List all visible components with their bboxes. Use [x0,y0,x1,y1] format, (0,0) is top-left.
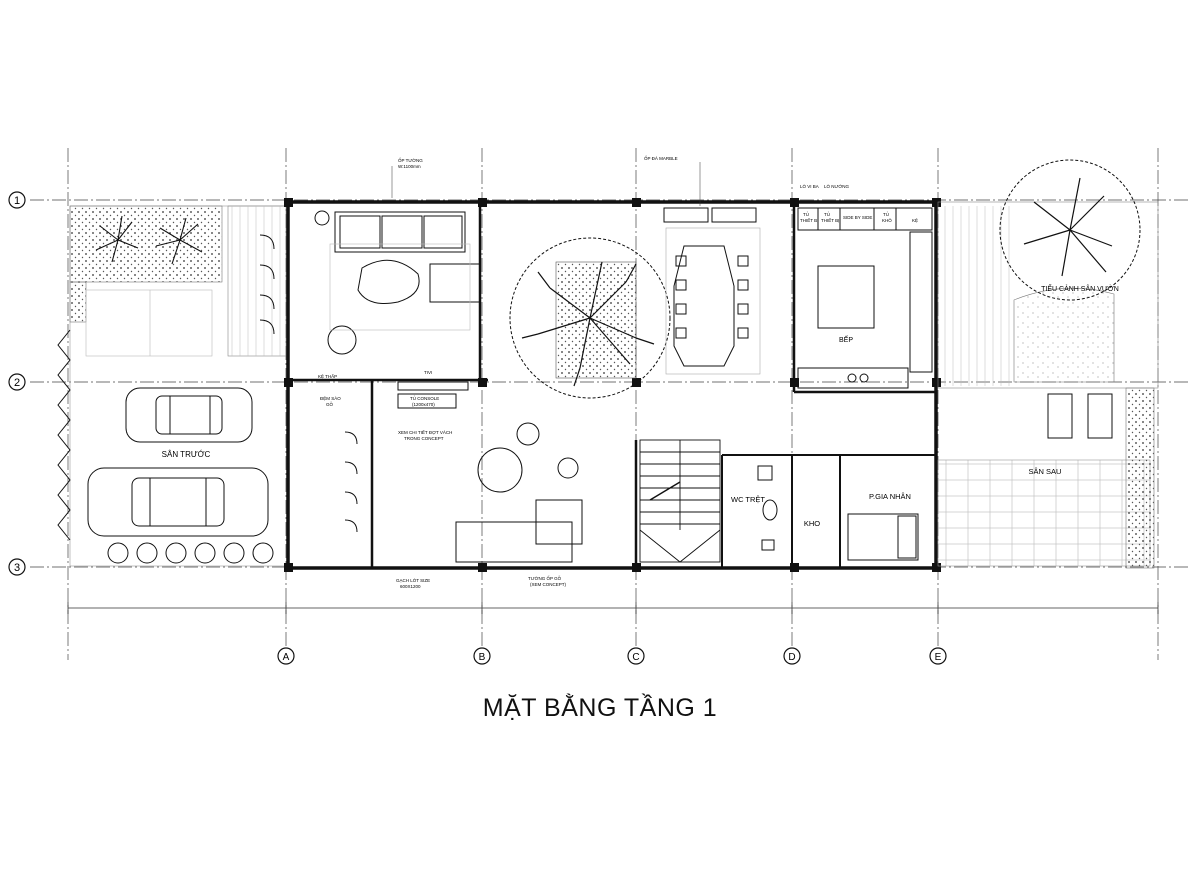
note-ke: KỆ [912,216,918,223]
note-op-tuong: ỐP TƯỜNG [398,157,423,163]
room-label-tieu-canh: TIỂU CẢNH SÂN VƯỜN [1041,284,1119,293]
dining-area [663,207,761,375]
note-dem-sao: ĐỆM SÀO [320,394,341,401]
tree-icon [521,261,655,387]
note-tuong-op-go: TƯỜNG ỐP GỖ [528,575,562,581]
room-label-wc: WC TRỆT [731,495,765,504]
car-top [125,387,253,443]
drawing-title: MẶT BẰNG TẦNG 1 [482,694,718,722]
note-tu-kho-b: KHÔ [882,217,892,223]
grid-col-a-label: A [283,652,290,663]
note-op-tuong-dim: W:1100mm [398,164,421,169]
note-dem-sao-2: GỖ [326,401,334,407]
courtyard [509,237,671,399]
note-side-by-side: SIDE BY SIDE [843,215,872,220]
room-label-san-sau: SÂN SAU [1029,467,1062,476]
note-tu-console: TỦ CONSOLE [410,395,439,401]
living-room-furniture [259,210,481,355]
lounge-furniture [344,381,583,563]
bed [847,513,919,561]
note-tu-thiet-bi-2b: THIẾT BỊ [821,217,839,223]
note-trong-concept: TRONG CONCEPT [404,436,444,441]
grid-col-a-bubble: A [277,647,295,665]
front-yard [57,205,289,567]
note-tu-kho: TỦ [883,211,889,217]
note-xem-chi-tiet: XEM CHI TIẾT ĐỢT VÁCH [398,429,452,435]
note-gach-lot: GẠCH LÓT SIZE [396,577,430,583]
note-op-da-marble: ỐP ĐÁ MARBLE [644,155,678,161]
folding-gate [57,329,71,541]
room-label-bep: BẾP [839,334,853,344]
grid-row-3-bubble: 3 [8,558,26,576]
back-yard [937,387,1155,569]
note-xem-concept: (XEM CONCEPT) [530,582,567,587]
note-ke-thap: KỆ THẤP [318,372,337,379]
grid-col-e-bubble: E [929,647,947,665]
note-lo-vi-ba: LÒ VI BA [800,183,819,189]
grid-row-1-label: 1 [14,195,20,207]
car-bottom [87,467,269,537]
wc-fixtures [757,465,778,551]
tree-icon [95,215,203,265]
room-label-p-gia-nhan: P.GIA NHÂN [869,492,911,501]
grid-row-1-bubble: 1 [8,191,26,209]
garden [937,159,1159,389]
grid-col-e-label: E [935,652,942,663]
note-gach-lot-dim: 600X1200 [400,584,421,589]
note-tivi: TIVI [424,370,432,375]
tree-icon [1023,177,1113,277]
note-tu-thiet-bi-2: TỦ [824,211,830,217]
note-tu-console-dim: (1200x470) [412,402,435,407]
staircase [639,439,721,563]
grid-col-b-bubble: B [473,647,491,665]
note-lo-nuong: LÒ NƯỚNG [824,183,849,189]
grid-row-3-label: 3 [14,562,20,574]
note-tu-thiet-bi-1b: THIẾT BỊ [800,217,818,223]
grid-col-c-bubble: C [627,647,645,665]
shrub-row [107,542,274,564]
room-label-san-truoc: SÂN TRƯỚC [162,450,211,459]
grid-row-2-label: 2 [14,377,20,389]
grid-row-2-bubble: 2 [8,373,26,391]
dimension-line [67,602,1159,614]
grid-col-d-label: D [788,652,795,663]
room-label-kho: KHO [804,519,820,528]
building-walls [286,200,938,570]
grid-col-b-label: B [479,652,486,663]
grid-col-c-label: C [632,652,639,663]
kitchen [797,207,933,389]
note-tu-thiet-bi-1: TỦ [803,211,809,217]
structural-columns [284,198,941,572]
grid-col-d-bubble: D [783,647,801,665]
